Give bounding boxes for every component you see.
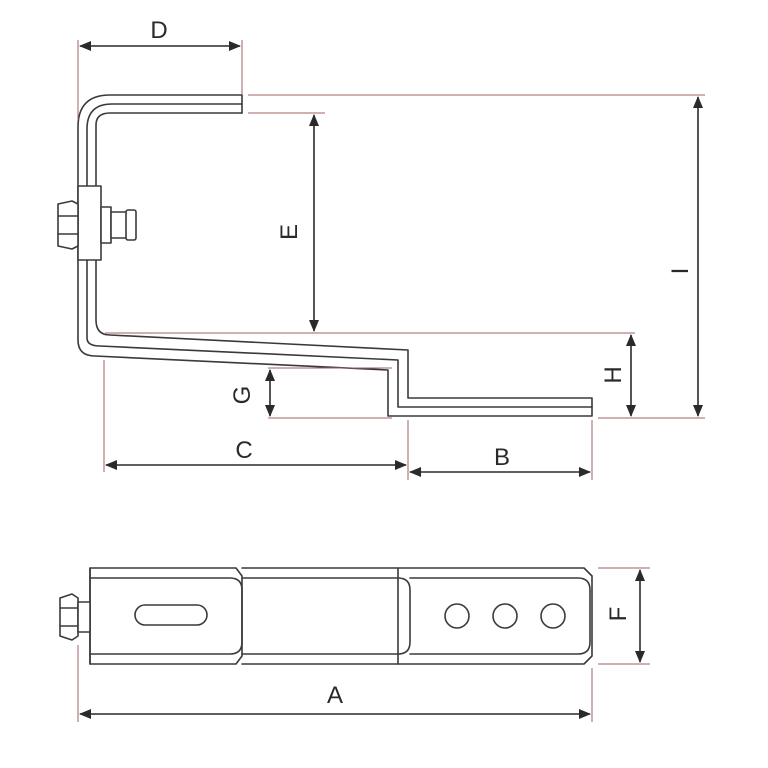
strip-end-outline xyxy=(397,567,593,665)
label-i: I xyxy=(667,268,694,275)
extension-lines-side xyxy=(77,40,705,480)
strip-top-outline xyxy=(89,567,243,665)
fold-edge-mid xyxy=(241,577,411,655)
round-hole-2 xyxy=(492,603,518,629)
label-g: G xyxy=(229,386,256,405)
label-f: F xyxy=(605,607,632,622)
label-b: B xyxy=(494,444,510,471)
dimension-lines-side xyxy=(79,41,703,477)
top-view xyxy=(59,567,593,665)
fold-edge-left xyxy=(89,577,243,655)
dimension-labels: D E I H G C B F A xyxy=(150,17,694,709)
label-a: A xyxy=(327,682,343,709)
bolt-tip xyxy=(125,209,137,241)
side-view xyxy=(57,94,593,417)
label-e: E xyxy=(276,224,303,240)
hex-nut xyxy=(57,200,79,250)
clamp-plate xyxy=(77,185,102,261)
bolt-head-top xyxy=(59,593,79,641)
round-hole-1 xyxy=(444,603,470,629)
extension-lines-top xyxy=(77,567,650,722)
dimension-lines-top xyxy=(79,569,645,719)
label-c: C xyxy=(235,437,252,464)
strip-mid-outline xyxy=(241,567,399,665)
bolt-neck-top xyxy=(77,601,91,633)
bracket-strip-inner xyxy=(86,103,593,408)
round-hole-3 xyxy=(540,603,566,629)
label-h: H xyxy=(600,366,627,383)
bolt-washer xyxy=(100,206,112,244)
fold-edge-right xyxy=(409,577,591,655)
label-d: D xyxy=(150,17,167,44)
slot-hole xyxy=(134,604,208,626)
